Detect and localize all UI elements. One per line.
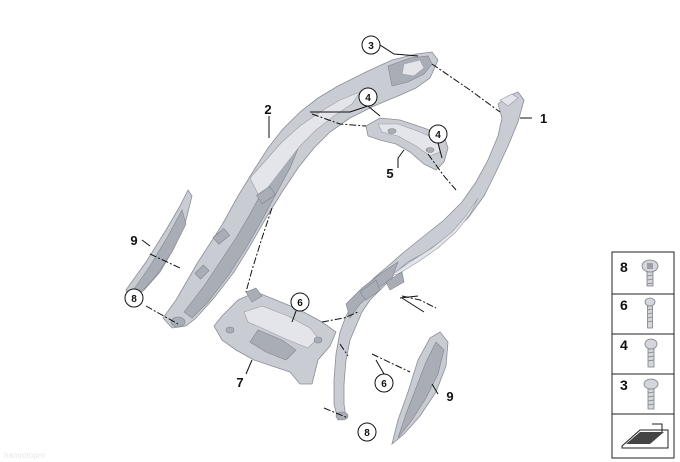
callout-7-label: 7 xyxy=(236,375,243,390)
legend-frame xyxy=(611,251,675,459)
callout-1-label: 1 xyxy=(540,111,547,126)
screw-icon xyxy=(644,338,658,368)
callout-6b: 6 xyxy=(374,373,394,393)
callout-9-right-label: 9 xyxy=(446,389,453,404)
callout-5-label: 5 xyxy=(386,166,393,181)
callout-7: 7 xyxy=(236,375,243,390)
legend-row-8: 8 xyxy=(620,259,659,287)
callout-9-left-label: 9 xyxy=(130,233,137,248)
fastener-legend: 8 6 4 xyxy=(611,251,675,459)
watermark: hamrotopro xyxy=(4,451,45,460)
callout-6a: 6 xyxy=(290,292,310,312)
callout-4b: 4 xyxy=(428,124,448,144)
legend-number-6: 6 xyxy=(620,297,628,313)
legend-number-3: 3 xyxy=(620,377,628,393)
callout-1: 1 xyxy=(540,111,547,126)
cover-right xyxy=(391,331,449,446)
callout-5: 5 xyxy=(386,166,393,181)
callout-6a-label: 6 xyxy=(297,298,303,309)
callout-6b-label: 6 xyxy=(381,379,387,390)
frame-rail-left xyxy=(162,51,439,329)
legend-row-3: 3 xyxy=(620,377,659,410)
leader-lines xyxy=(141,44,532,395)
screw-icon xyxy=(643,378,659,410)
callout-3: 3 xyxy=(361,35,381,55)
legend-row-6: 6 xyxy=(620,297,656,329)
callout-9-left: 9 xyxy=(130,233,137,248)
bracket-bottom xyxy=(213,287,337,385)
callout-2-label: 2 xyxy=(264,102,271,117)
callout-8-left-label: 8 xyxy=(131,294,137,305)
callout-2: 2 xyxy=(264,102,271,117)
bracket-top xyxy=(365,117,449,171)
view-indicator-icon xyxy=(621,423,669,449)
callout-8-left: 8 xyxy=(124,288,144,308)
legend-number-4: 4 xyxy=(620,337,628,353)
callout-3-label: 3 xyxy=(368,41,374,52)
callout-8-right: 8 xyxy=(357,422,377,442)
callout-4a: 4 xyxy=(358,87,378,107)
legend-number-8: 8 xyxy=(620,259,628,275)
cover-left xyxy=(125,189,193,299)
assembly-lines xyxy=(145,63,501,419)
screw-icon xyxy=(641,259,659,287)
screw-icon xyxy=(644,297,656,329)
callout-9-right: 9 xyxy=(446,389,453,404)
callout-4a-label: 4 xyxy=(365,93,371,104)
legend-row-4: 4 xyxy=(620,337,658,368)
callout-4b-label: 4 xyxy=(435,130,441,141)
callout-8-right-label: 8 xyxy=(364,428,370,439)
